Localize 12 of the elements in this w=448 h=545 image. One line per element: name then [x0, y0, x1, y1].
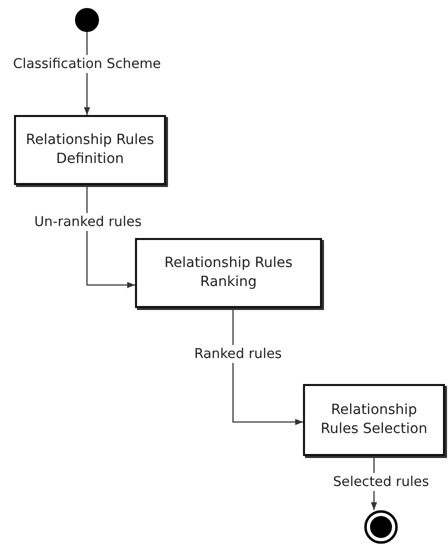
activity-box — [14, 115, 166, 185]
edge-label: Classification Scheme — [11, 55, 163, 73]
final-node — [364, 510, 398, 544]
arrow — [232, 308, 303, 426]
edge-label: Un-ranked rules — [32, 213, 144, 231]
edge-label: Selected rules — [331, 473, 431, 491]
activity-label: Relationship Rules Ranking — [163, 254, 294, 292]
activity-label: Relationship Rules Definition — [24, 131, 156, 169]
activity-label: Relationship Rules Selection — [320, 401, 428, 439]
initial-node — [75, 8, 99, 32]
activity-box — [135, 238, 322, 308]
activity-box — [303, 384, 445, 456]
